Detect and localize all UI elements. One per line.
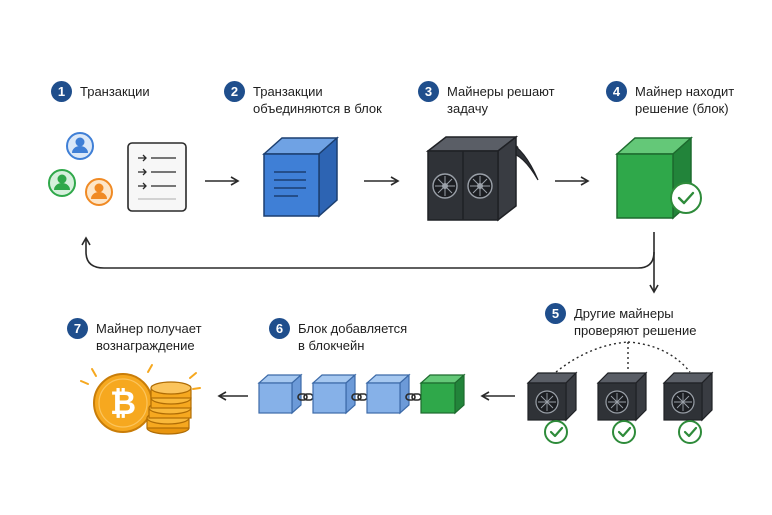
bitcoin-icon: ₿	[93, 373, 153, 433]
step-6-line-2: в блокчейн	[298, 338, 365, 353]
step-1-line-1: Транзакции	[80, 84, 150, 99]
step-4-label: Майнер находит решение (блок)	[635, 83, 734, 117]
svg-text:₿: ₿	[110, 385, 136, 421]
check-icon	[670, 182, 702, 214]
step-3-line-1: Майнеры решают	[447, 84, 555, 99]
user-icon	[66, 132, 94, 160]
block-icon	[262, 136, 339, 218]
block-icon	[257, 373, 303, 415]
step-7-badge: 7	[67, 318, 88, 339]
block-icon	[365, 373, 411, 415]
step-5-label: Другие майнеры проверяют решение	[574, 305, 696, 339]
step-6-badge: 6	[269, 318, 290, 339]
user-icon	[85, 178, 113, 206]
step-2: 2 Транзакции объединяются в блок	[224, 81, 382, 117]
step-1-label: Транзакции	[80, 83, 150, 100]
check-icon	[544, 420, 568, 444]
step-5-badge: 5	[545, 303, 566, 324]
block-icon	[311, 373, 357, 415]
step-3-label: Майнеры решают задачу	[447, 83, 555, 117]
verify-link	[555, 341, 629, 373]
step-1-badge: 1	[51, 81, 72, 102]
step-3-line-2: задачу	[447, 101, 488, 116]
coin-stack-icon	[146, 381, 192, 435]
step-2-line-1: Транзакции	[253, 84, 323, 99]
block-icon	[419, 373, 466, 415]
check-icon	[612, 420, 636, 444]
step-5-line-1: Другие майнеры	[574, 306, 674, 321]
step-2-label: Транзакции объединяются в блок	[253, 83, 382, 117]
step-4-line-1: Майнер находит	[635, 84, 735, 99]
step-2-line-2: объединяются в блок	[253, 101, 382, 116]
miner-rig-icon	[662, 371, 714, 422]
step-7-line-2: вознаграждение	[96, 338, 195, 353]
miner-rig-icon	[526, 371, 578, 422]
step-1: 1 Транзакции	[51, 81, 150, 102]
step-7-line-1: Майнер получает	[96, 321, 202, 336]
step-3-badge: 3	[418, 81, 439, 102]
step-4: 4 Майнер находит решение (блок)	[606, 81, 734, 117]
step-5: 5 Другие майнеры проверяют решение	[545, 303, 696, 339]
step-2-badge: 2	[224, 81, 245, 102]
step-4-line-2: решение (блок)	[635, 101, 729, 116]
step-4-badge: 4	[606, 81, 627, 102]
user-icon	[48, 169, 76, 197]
step-3: 3 Майнеры решают задачу	[418, 81, 555, 117]
step-6-line-1: Блок добавляется	[298, 321, 408, 336]
miner-rig-icon	[425, 135, 519, 222]
verify-link	[627, 341, 691, 373]
step-5-line-2: проверяют решение	[574, 323, 697, 338]
step-6: 6 Блок добавляется в блокчейн	[269, 318, 407, 354]
sparkle-icon	[80, 364, 201, 390]
check-icon	[678, 420, 702, 444]
loop-arrow	[81, 232, 655, 269]
step-7: 7 Майнер получает вознаграждение	[67, 318, 202, 354]
step-6-label: Блок добавляется в блокчейн	[298, 320, 407, 354]
step-7-label: Майнер получает вознаграждение	[96, 320, 202, 354]
document-icon	[127, 142, 187, 212]
miner-rig-icon	[596, 371, 648, 422]
